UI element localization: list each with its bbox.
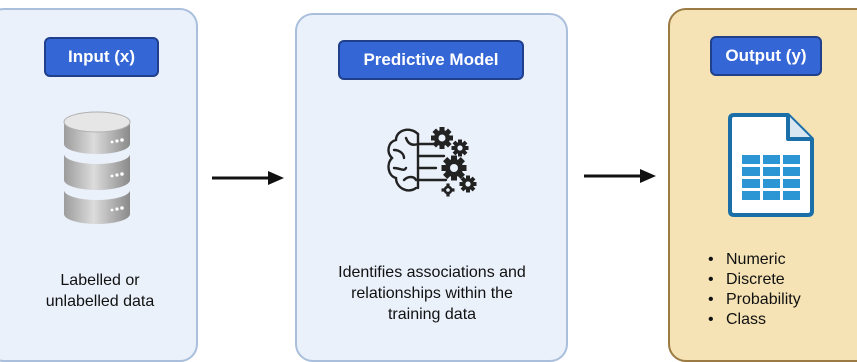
output-item-label: Numeric — [726, 251, 786, 268]
right-arrow-icon — [584, 169, 656, 183]
input-caption-line: Labelled or — [60, 272, 140, 289]
output-item-label: Discrete — [726, 271, 785, 288]
output-title: Output (y) — [710, 36, 822, 76]
list-item: •Discrete — [708, 271, 785, 288]
output-list: •Numeric •Discrete •Probability •Class — [708, 250, 801, 330]
model-caption-line: training data — [387, 306, 477, 323]
model-caption-line: relationships within the — [351, 285, 513, 302]
model-caption-line: Identifies associations and — [338, 264, 526, 281]
output-item-label: Probability — [726, 291, 801, 308]
list-item: •Probability — [708, 291, 801, 308]
right-arrow-icon — [212, 171, 284, 185]
database-icon — [63, 111, 131, 224]
input-caption: Labelled or unlabelled data — [20, 270, 180, 312]
model-caption: Identifies associations and relationship… — [305, 262, 559, 325]
input-title: Input (x) — [44, 37, 159, 77]
output-item-label: Class — [726, 311, 767, 328]
model-title: Predictive Model — [338, 40, 524, 80]
input-caption-line: unlabelled data — [45, 293, 155, 310]
list-item: •Class — [708, 311, 767, 328]
brain-gears-icon — [387, 127, 477, 197]
list-item: •Numeric — [708, 251, 786, 268]
spreadsheet-file-icon — [728, 113, 814, 217]
